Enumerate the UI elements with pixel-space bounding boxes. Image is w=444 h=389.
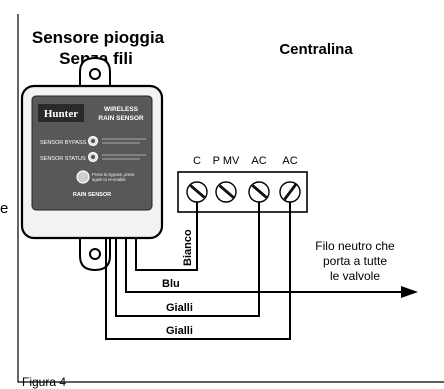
rain-sensor-device: Hunter WIRELESS RAIN SENSOR SENSOR BYPAS…: [20, 84, 164, 240]
wire-label-gialli-1: Gialli: [166, 302, 193, 314]
button-hint-2: again to re-enable: [92, 177, 126, 182]
terminal-label-c: C: [193, 155, 201, 167]
wire-label-bianco: Bianco: [182, 229, 194, 266]
wire-gialli-1: [115, 202, 260, 317]
controller-title: Centralina: [279, 41, 353, 58]
wire-gialli-2: [105, 202, 291, 340]
terminal-screw-ac2: [279, 181, 301, 203]
wire-label-blu: Blu: [162, 278, 180, 290]
neutral-note-line2: porta a tutte: [323, 254, 387, 268]
terminal-block: C P MV AC AC: [177, 155, 308, 213]
wire-bianco: [135, 202, 198, 271]
sensor-status-label: SENSOR STATUS: [40, 156, 86, 162]
status-led-center: [91, 155, 95, 159]
sensor-title-line1: Sensore pioggia: [32, 28, 165, 47]
figure-caption: Figura 4: [22, 375, 66, 389]
wire-blu: [125, 238, 403, 293]
neutral-note-line3: le valvole: [330, 269, 380, 283]
neutral-arrow-icon: [401, 286, 418, 298]
wire-label-gialli-2: Gialli: [166, 325, 193, 337]
bypass-button[interactable]: [76, 170, 90, 184]
brand-label-bg: [38, 104, 84, 122]
edge-letter: e: [0, 200, 8, 217]
page-frame: [17, 14, 444, 383]
sensor-bypass-label: SENSOR BYPASS: [40, 140, 87, 146]
button-hint-1: Press to bypass, press: [92, 172, 134, 177]
terminal-screw-pmv: [215, 181, 237, 203]
model-label-line2: RAIN SENSOR: [98, 115, 143, 122]
neutral-note-line1: Filo neutro che: [315, 239, 395, 253]
brand-label: Hunter: [44, 108, 78, 120]
bypass-led-center: [91, 139, 95, 143]
model-label-line1: WIRELESS: [104, 106, 139, 113]
device-footer-label: RAIN SENSOR: [73, 192, 111, 198]
terminal-label-ac1: AC: [251, 155, 266, 167]
terminal-label-ac2: AC: [282, 155, 297, 167]
terminal-label-pmv: P MV: [213, 155, 240, 167]
terminal-screw-c: [186, 181, 208, 203]
terminal-screw-ac1: [248, 181, 270, 203]
top-mount-tab: [79, 56, 111, 93]
bottom-mount-tab: [79, 235, 111, 272]
